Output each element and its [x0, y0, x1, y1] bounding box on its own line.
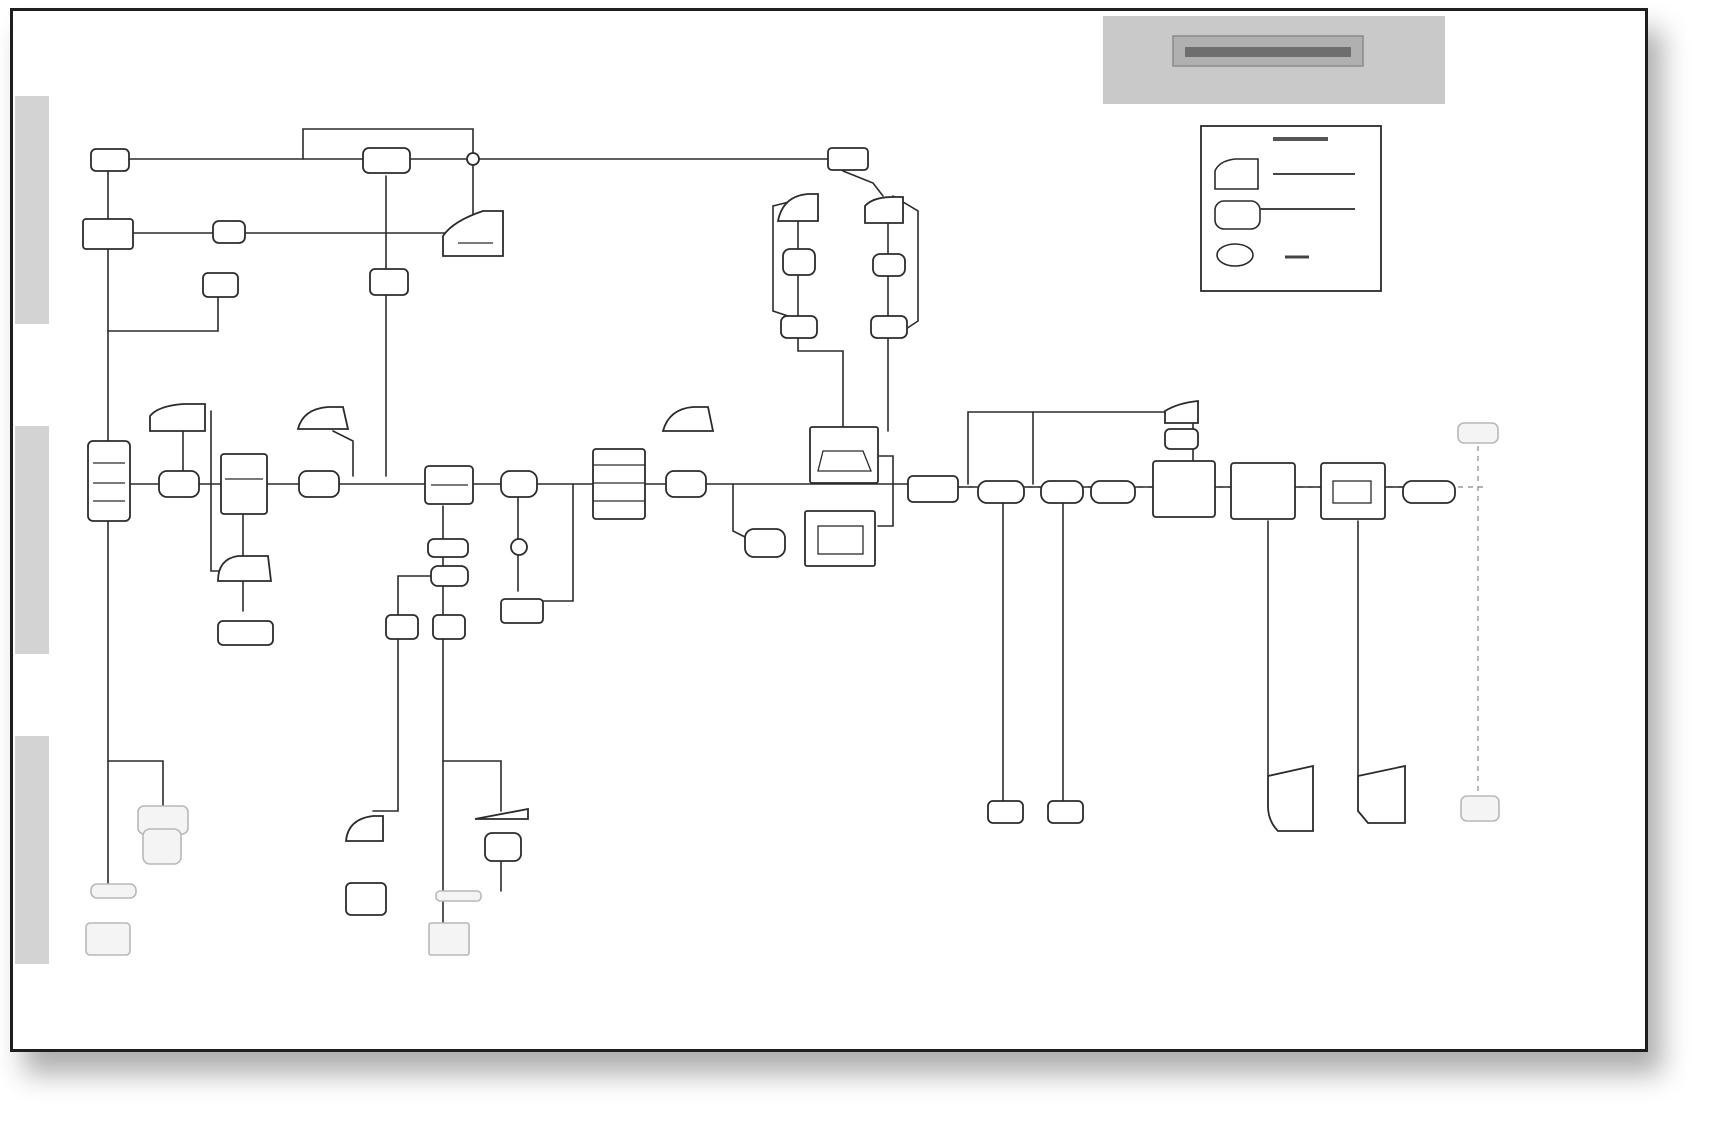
node-main-5	[217, 555, 273, 582]
node-r2	[977, 480, 1025, 504]
node-r11	[1457, 422, 1499, 444]
node-r1	[907, 475, 959, 503]
node-top-left	[90, 148, 130, 172]
node-main-4	[220, 453, 268, 515]
node-center-c	[430, 565, 469, 587]
node-rt-6	[870, 315, 908, 339]
node-block-a	[809, 426, 879, 484]
node-small-a	[212, 220, 246, 244]
diagram-nodes	[82, 147, 1500, 956]
node-small-b	[202, 272, 239, 298]
node-b9	[484, 832, 522, 862]
node-b6	[345, 815, 384, 842]
node-r7	[1320, 462, 1386, 520]
node-r9	[1164, 400, 1199, 424]
legend-box	[1200, 125, 1382, 292]
node-b10	[435, 890, 482, 902]
ellipse-shape-icon	[1216, 243, 1254, 267]
node-left-2	[82, 218, 134, 250]
node-b14	[90, 883, 137, 899]
node-r3	[1040, 480, 1084, 504]
node-m11	[744, 528, 786, 558]
node-top-right	[827, 147, 869, 171]
node-r6	[1230, 462, 1296, 520]
node-block-b	[804, 510, 876, 567]
node-main-1	[87, 440, 131, 522]
node-b4	[1357, 764, 1406, 824]
node-rt-1	[776, 193, 819, 222]
trapezoid-shape-icon	[1214, 158, 1259, 190]
node-r10	[1164, 428, 1199, 450]
schematic-diagram	[15, 16, 1500, 964]
node-b1	[987, 800, 1024, 824]
node-main-8	[298, 470, 340, 498]
node-m10	[665, 470, 707, 498]
left-tab-top	[15, 96, 49, 324]
node-b8	[474, 807, 529, 820]
node-center-b	[427, 538, 469, 558]
node-top-center	[362, 147, 411, 174]
node-b5	[1460, 795, 1500, 822]
node-m9	[661, 406, 715, 432]
node-b11	[428, 922, 470, 956]
node-main-2	[149, 403, 206, 432]
node-rt-4	[872, 253, 906, 277]
node-main-7	[296, 406, 350, 430]
node-r4	[1090, 480, 1136, 504]
node-center-e	[432, 614, 466, 640]
rounded-rect-shape-icon	[1214, 200, 1261, 230]
node-r8	[1402, 480, 1456, 504]
node-b15	[85, 922, 131, 956]
node-b3	[1267, 764, 1314, 832]
node-mid-1	[500, 470, 538, 498]
node-rt-5	[780, 315, 818, 339]
node-trapezoid-top	[442, 210, 504, 257]
node-stack	[592, 448, 646, 520]
node-mid-2	[500, 598, 544, 624]
node-c	[369, 268, 409, 296]
left-tab-bottom	[15, 736, 49, 964]
node-b7	[345, 882, 387, 916]
junction-mid	[510, 538, 528, 556]
node-main-3	[158, 470, 200, 498]
node-center-d	[385, 614, 419, 640]
node-b13	[142, 828, 182, 865]
left-tab-middle	[15, 426, 49, 654]
node-r5	[1152, 460, 1216, 518]
node-rt-3	[782, 248, 816, 276]
node-rt-2	[864, 196, 904, 224]
node-b2	[1047, 800, 1084, 824]
node-main-6	[217, 620, 274, 646]
junction-top	[466, 152, 480, 166]
title-box	[1103, 16, 1445, 104]
diagram-frame	[10, 8, 1648, 1052]
